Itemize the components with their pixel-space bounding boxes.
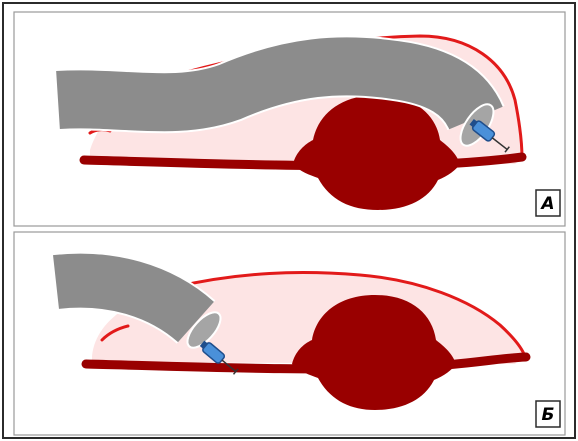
panel-a-label: А [539,194,554,214]
panel-b-label: Б [542,405,555,425]
panel-a: А [14,12,565,226]
panel-b: Б [14,232,565,435]
